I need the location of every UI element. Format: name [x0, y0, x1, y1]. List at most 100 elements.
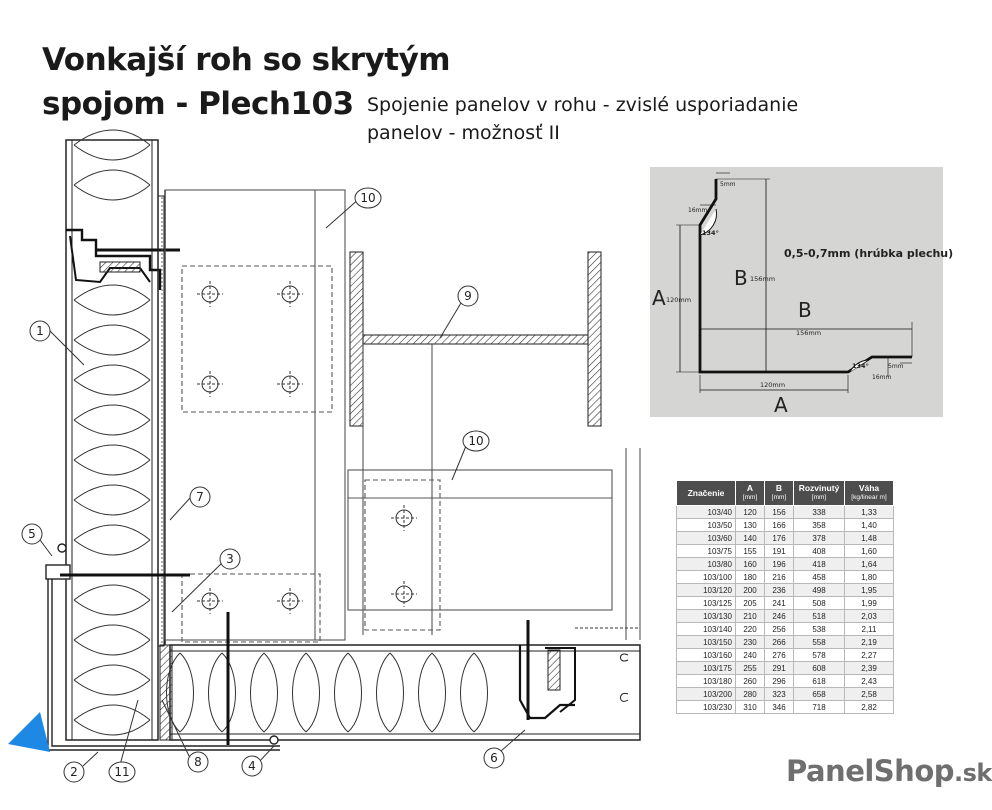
outer-corner-flashing — [45, 543, 280, 751]
svg-text:10: 10 — [468, 434, 483, 448]
callout-6: 6 — [483, 747, 505, 769]
table-cell: 1,60 — [844, 544, 894, 558]
dim-a-vertical: 120mm — [666, 296, 691, 304]
bolt-holes — [197, 281, 417, 614]
table-cell: 2,43 — [844, 674, 894, 688]
angle-bottom-label: 134° — [852, 362, 869, 370]
table-cell: 103/40 — [676, 505, 736, 519]
table-cell: 180 — [735, 570, 765, 584]
callout-8: 8 — [187, 751, 209, 773]
table-cell: 255 — [735, 661, 765, 675]
callout-10-bottom: 10 — [462, 430, 490, 452]
table-cell: 230 — [735, 635, 765, 649]
table-cell: 191 — [764, 544, 794, 558]
callout-5: 5 — [21, 523, 43, 545]
specification-table: Značenie A[mm] B[mm] Rozvinutý[mm] Váha[… — [676, 480, 894, 714]
table-cell: 280 — [735, 687, 765, 701]
dim-a-horizontal: 120mm — [760, 381, 785, 389]
table-cell: 103/160 — [676, 648, 736, 662]
table-cell: 256 — [764, 622, 794, 636]
table-cell: 618 — [793, 674, 845, 688]
table-cell: 103/175 — [676, 661, 736, 675]
table-cell: 718 — [793, 700, 845, 714]
table-cell: 658 — [793, 687, 845, 701]
svg-text:1: 1 — [36, 324, 44, 338]
label-a-bottom: A — [774, 393, 788, 417]
profile-cross-section: 134° 134° 16mm 16mm 5mm 5mm 0,5-0,7mm (h… — [650, 167, 953, 417]
page-title: Vonkajší roh so skrytým spojom - Plech10… — [42, 38, 451, 126]
table-cell: 103/200 — [676, 687, 736, 701]
table-cell: 2,82 — [844, 700, 894, 714]
table-cell: 1,33 — [844, 505, 894, 519]
table-cell: 200 — [735, 583, 765, 597]
table-cell: 346 — [764, 700, 794, 714]
table-cell: 196 — [764, 557, 794, 571]
horizontal-wall-panel — [159, 612, 641, 745]
table-cell: 358 — [793, 518, 845, 532]
table-cell: 1,99 — [844, 596, 894, 610]
table-cell: 103/130 — [676, 609, 736, 623]
callout-1: 1 — [29, 320, 51, 342]
subtitle-line-2: panelov - možnosť II — [367, 122, 560, 144]
table-cell: 240 — [735, 648, 765, 662]
leader-lines — [39, 197, 526, 773]
profile-drawing: 134° 134° 16mm 16mm 5mm 5mm 0,5-0,7mm (h… — [652, 172, 953, 417]
table-cell: 378 — [793, 531, 845, 545]
label-b-right: B — [798, 298, 812, 322]
table-cell: 205 — [735, 596, 765, 610]
table-cell: 246 — [764, 609, 794, 623]
table-cell: 103/180 — [676, 674, 736, 688]
table-cell: 103/230 — [676, 700, 736, 714]
table-cell: 1,48 — [844, 531, 894, 545]
table-cell: 518 — [793, 609, 845, 623]
callout-2: 2 — [63, 761, 85, 783]
table-cell: 103/150 — [676, 635, 736, 649]
title-line-1: Vonkajší roh so skrytým — [42, 42, 451, 78]
dim-16-bottom: 16mm — [872, 374, 891, 381]
header-b: B[mm] — [764, 480, 794, 506]
svg-text:7: 7 — [196, 490, 204, 504]
brand-tld: .sk — [954, 759, 992, 787]
table-cell: 323 — [764, 687, 794, 701]
table-cell: 508 — [793, 596, 845, 610]
table-cell: 578 — [793, 648, 845, 662]
table-cell: 260 — [735, 674, 765, 688]
table-cell: 2,39 — [844, 661, 894, 675]
callouts: 1 2 3 4 5 6 7 8 9 10 10 11 — [21, 187, 505, 783]
table-cell: 1,80 — [844, 570, 894, 584]
svg-text:10: 10 — [360, 191, 375, 205]
table-cell: 418 — [793, 557, 845, 571]
dim-5-top: 5mm — [720, 181, 736, 188]
brand-name: PanelShop — [786, 754, 955, 788]
table-cell: 210 — [735, 609, 765, 623]
angle-top-label: 134° — [702, 229, 719, 237]
label-b-left: B — [734, 266, 748, 290]
table-cell: 2,03 — [844, 609, 894, 623]
table-cell: 276 — [764, 648, 794, 662]
svg-text:4: 4 — [248, 759, 256, 773]
table-cell: 120 — [735, 505, 765, 519]
table-cell: 103/60 — [676, 531, 736, 545]
callout-9: 9 — [457, 285, 479, 307]
thickness-label: 0,5-0,7mm (hrúbka plechu) — [784, 247, 953, 260]
corner-arrow-icon — [8, 712, 50, 752]
svg-text:11: 11 — [114, 765, 129, 779]
steel-structure — [164, 189, 641, 643]
callout-11: 11 — [108, 761, 136, 783]
dim-5-bottom: 5mm — [888, 363, 904, 370]
subtitle-line-1: Spojenie panelov v rohu - zvislé usporia… — [367, 94, 799, 116]
table-cell: 103/125 — [676, 596, 736, 610]
table-cell: 103/75 — [676, 544, 736, 558]
table-cell: 103/50 — [676, 518, 736, 532]
